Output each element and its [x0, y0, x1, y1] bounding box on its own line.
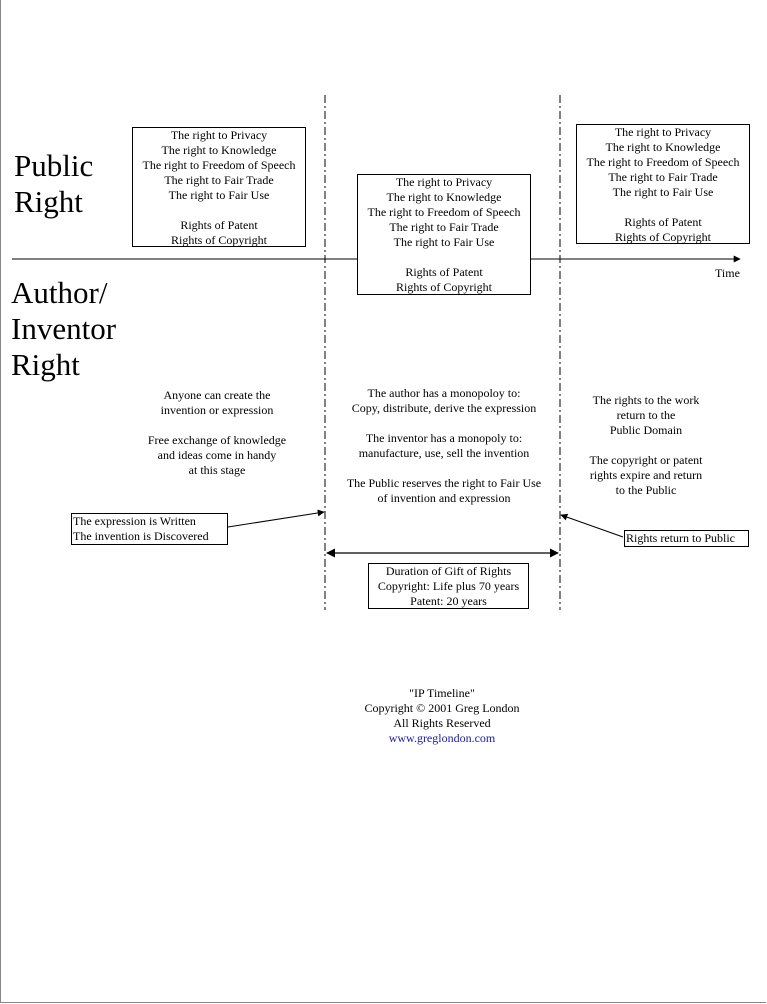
- stage-monopoly-text: The author has a monopoloy to: Copy, dis…: [346, 386, 542, 505]
- duration-box: Duration of Gift of Rights Copyright: Li…: [368, 563, 529, 609]
- public-right-label: Public Right: [14, 148, 94, 219]
- footer-reserved: All Rights Reserved: [393, 716, 491, 730]
- event-start-arrow: [227, 509, 325, 528]
- event-end-box: Rights return to Public: [624, 530, 749, 547]
- public-rights-box-during: The right to Privacy The right to Knowle…: [357, 174, 531, 295]
- time-axis-label: Time: [715, 266, 740, 280]
- footer-credits: "IP Timeline" Copyright © 2001 Greg Lond…: [300, 686, 584, 746]
- footer-link[interactable]: www.greglondon.com: [388, 731, 496, 745]
- event-start-box: The expression is Written The invention …: [71, 513, 228, 545]
- public-rights-box-after: The right to Privacy The right to Knowle…: [576, 124, 750, 244]
- public-rights-box-before: The right to Privacy The right to Knowle…: [132, 127, 306, 247]
- footer-title: "IP Timeline": [409, 686, 475, 700]
- footer-copyright: Copyright © 2001 Greg London: [364, 701, 520, 715]
- author-inventor-right-label: Author/ Inventor Right: [11, 275, 117, 382]
- stage-before-text: Anyone can create the invention or expre…: [147, 388, 287, 477]
- stage-after-text: The rights to the work return to the Pub…: [589, 393, 703, 497]
- event-end-arrow: [560, 513, 624, 538]
